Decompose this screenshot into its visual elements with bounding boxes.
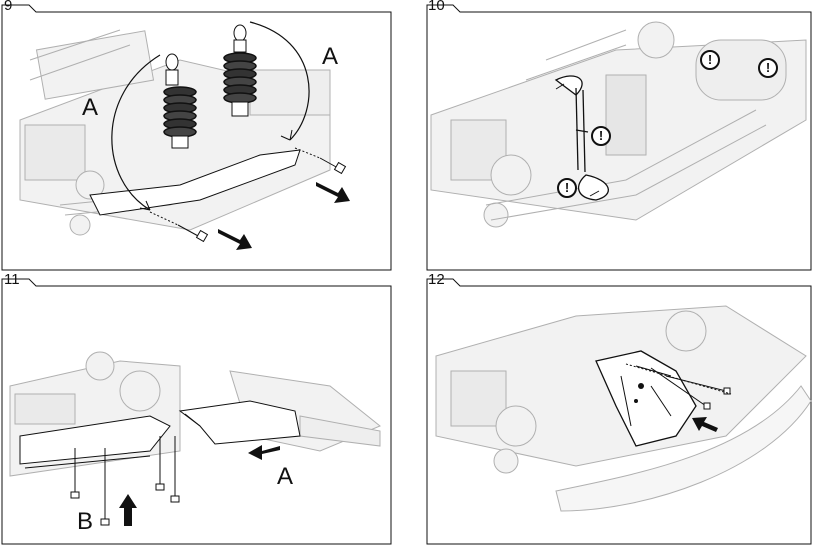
chassis-ghost bbox=[430, 21, 807, 228]
shock-absorber-right bbox=[223, 24, 257, 117]
warning-icon: ! bbox=[591, 126, 611, 146]
step-number: 12 bbox=[428, 271, 445, 288]
step-11-panel: 11 A B bbox=[0, 271, 392, 546]
step-12-illustration bbox=[426, 278, 812, 545]
label-a-left: A bbox=[82, 94, 99, 121]
bumper-plate bbox=[595, 350, 697, 447]
warning-icon: ! bbox=[758, 58, 778, 78]
shock-absorber-left bbox=[163, 53, 197, 149]
step-10-illustration bbox=[426, 4, 812, 271]
label-a-right: A bbox=[322, 43, 339, 70]
label-a: A bbox=[277, 463, 294, 490]
warning-icon: ! bbox=[557, 178, 577, 198]
warning-icon: ! bbox=[700, 50, 720, 70]
screw-icon bbox=[177, 157, 347, 243]
step-number: 9 bbox=[4, 0, 13, 14]
label-b: B bbox=[77, 508, 94, 535]
push-up-arrow-icon bbox=[119, 494, 137, 526]
rotation-arc-right bbox=[249, 21, 310, 141]
step-9-panel: 9 A A bbox=[0, 0, 392, 272]
insert-arrow-icon bbox=[316, 182, 350, 203]
sway-bar bbox=[554, 75, 609, 201]
step-10-panel: 10 ! ! ! ! bbox=[426, 0, 821, 272]
step-12-panel: 12 bbox=[426, 271, 821, 546]
step-number: 11 bbox=[4, 271, 20, 288]
step-number: 10 bbox=[428, 0, 445, 14]
slide-arrow-icon bbox=[248, 445, 280, 460]
insert-arrow-icon bbox=[692, 417, 718, 432]
screw-icon bbox=[70, 436, 180, 526]
step-11-illustration bbox=[1, 278, 392, 545]
insert-arrow-icon bbox=[218, 229, 252, 250]
rotation-arc-left bbox=[111, 54, 161, 211]
step-9-illustration bbox=[1, 4, 392, 271]
